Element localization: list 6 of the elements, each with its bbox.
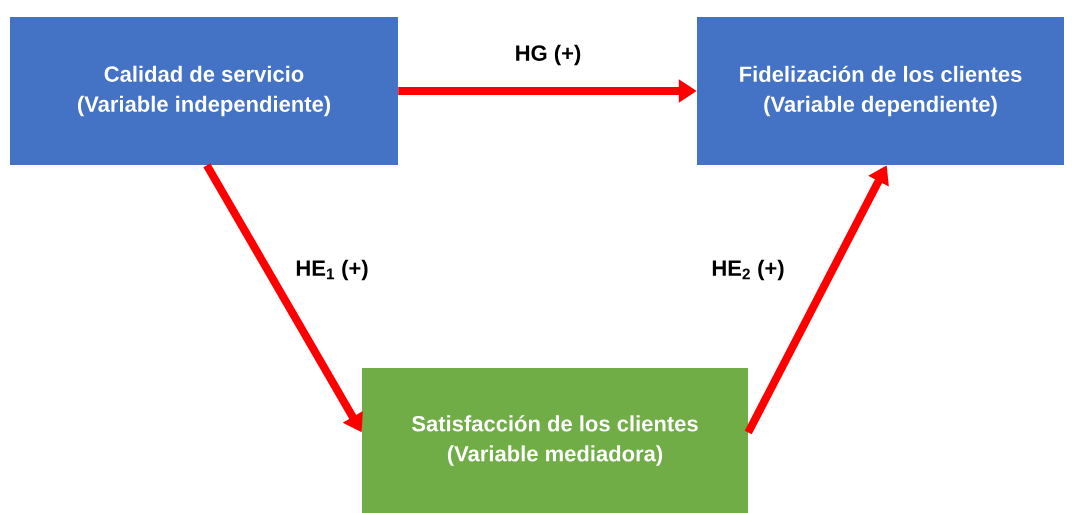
edge-label: HE$_{2}$ (+) xyxy=(709,257,787,283)
variable-box: Calidad de servicio (Variable independiente) xyxy=(10,17,398,165)
variable-box: Satisfacción de los clientes (Variable mediadora) xyxy=(362,368,748,513)
edge-label: HG (+) xyxy=(512,42,584,68)
variable-box: Fidelización de los clientes (Variable dependiente) xyxy=(697,17,1064,165)
edge-label: HE$_{1}$ (+) xyxy=(293,257,371,283)
